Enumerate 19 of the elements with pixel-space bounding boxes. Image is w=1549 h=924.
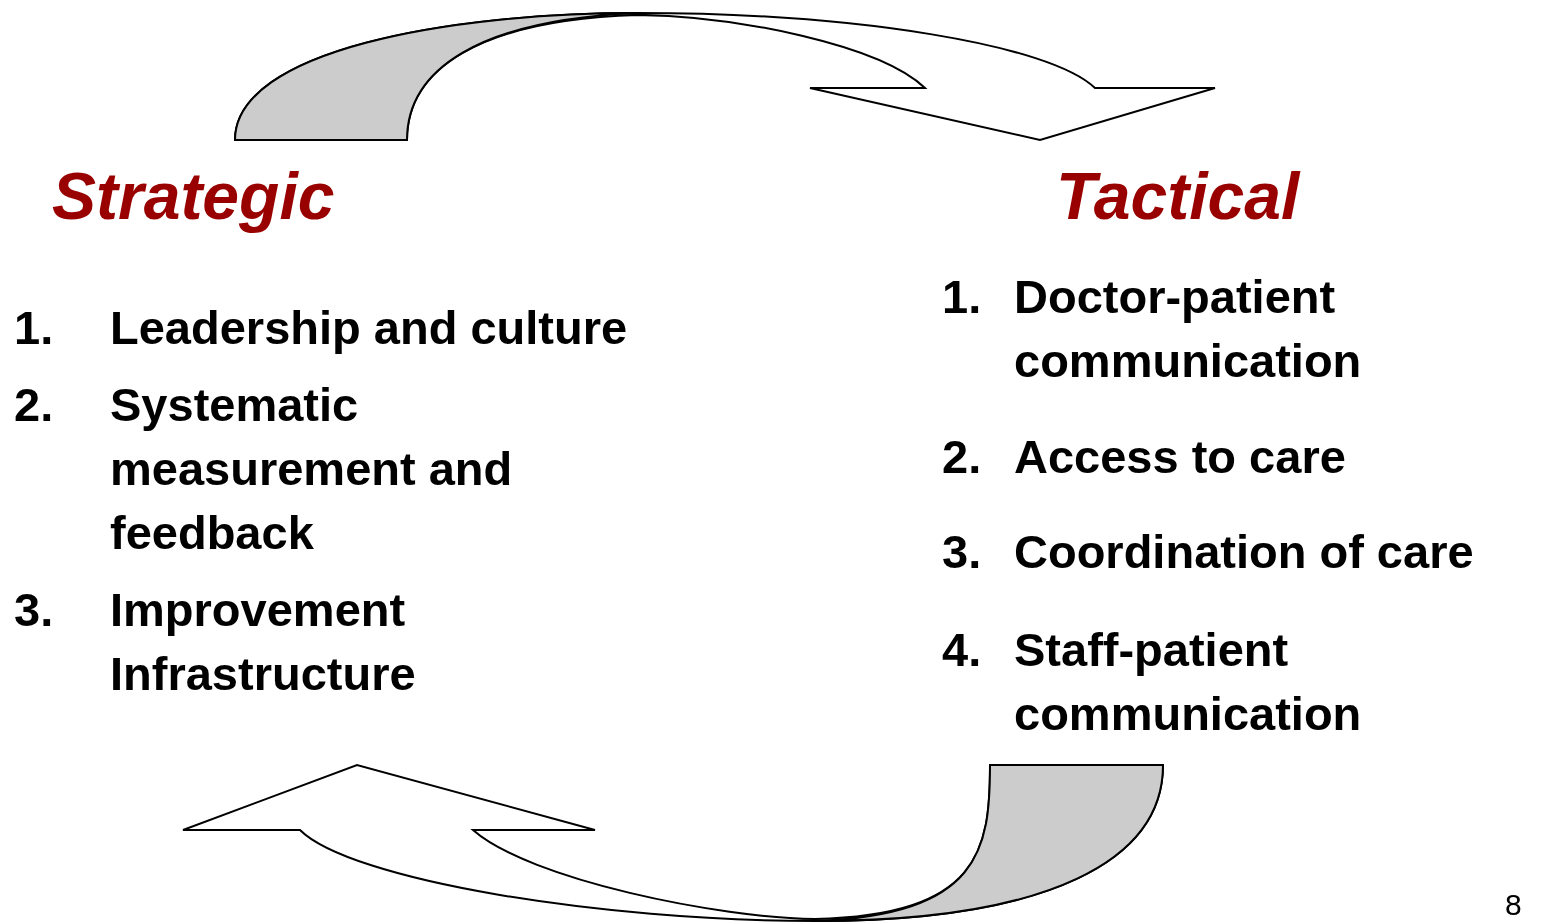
- list-number: 3.: [14, 582, 54, 638]
- curved-block-arrow: [182, 764, 1164, 922]
- page-number: 8: [1505, 888, 1522, 921]
- list-number: 1.: [942, 269, 982, 325]
- list-number: 1.: [14, 300, 54, 356]
- curved-block-arrow: [234, 12, 1216, 141]
- list-item: Access to care: [1014, 429, 1346, 485]
- list-item: Staff-patient communication: [1014, 622, 1363, 742]
- list-item: Coordination of care: [1014, 524, 1474, 580]
- list-number: 2.: [942, 429, 982, 485]
- list-number: 2.: [14, 377, 54, 433]
- list-item: Improvement Infrastructure: [110, 582, 417, 702]
- heading: Tactical: [1056, 160, 1300, 233]
- heading: Strategic: [52, 160, 335, 233]
- list-number: 3.: [942, 524, 982, 580]
- list-item: Leadership and culture: [110, 300, 628, 356]
- list-item: Doctor-patient communication: [1014, 269, 1363, 389]
- list-item: Systematic measurement and feedback: [110, 377, 514, 561]
- list-number: 4.: [942, 622, 982, 678]
